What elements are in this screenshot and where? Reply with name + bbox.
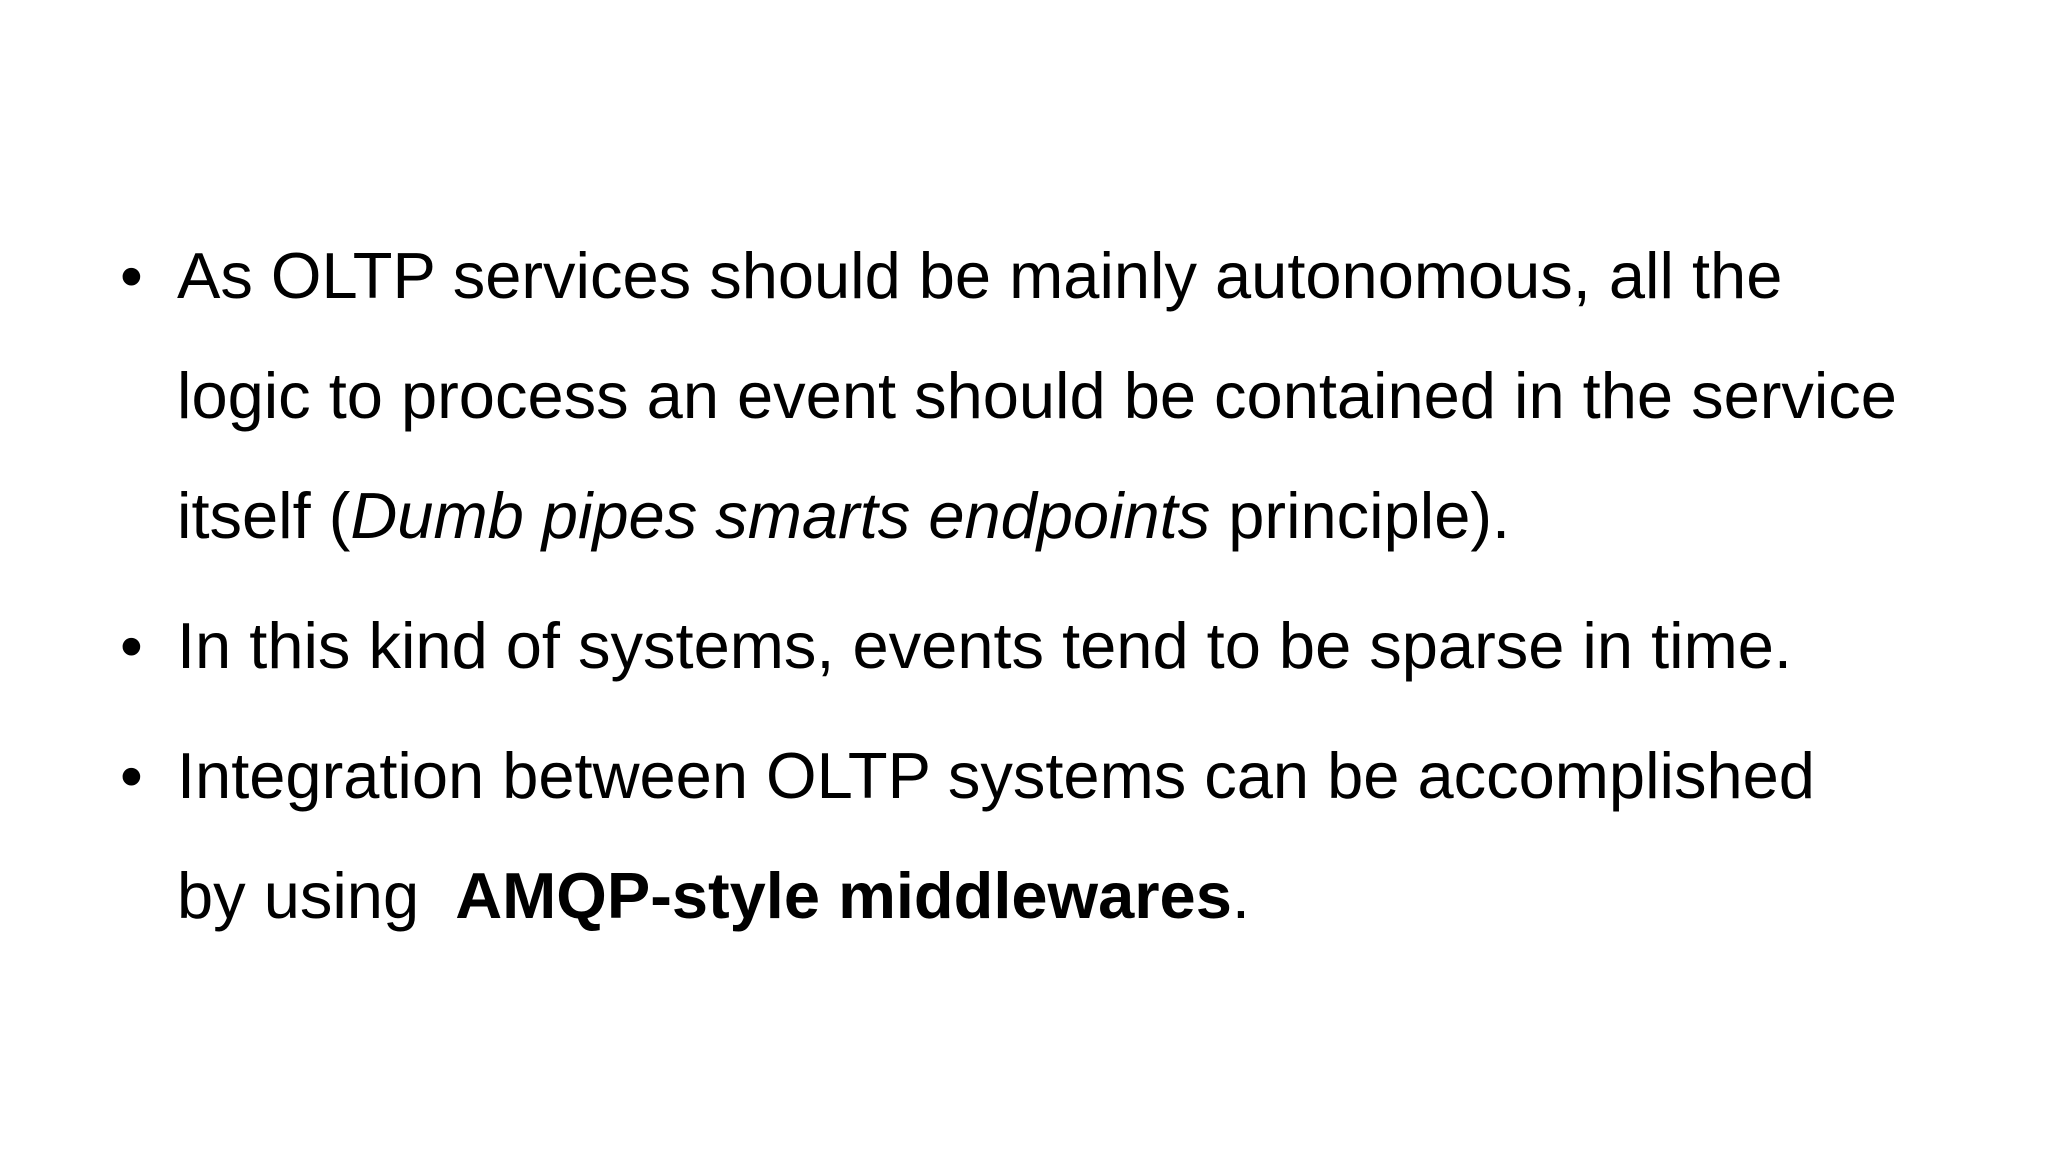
- text-run: .: [1231, 859, 1250, 932]
- bullet-icon: •: [120, 609, 143, 682]
- bullet-item-1: • As OLTP services should be mainly auto…: [0, 216, 2048, 576]
- bullet-text-1: As OLTP services should be mainly autono…: [177, 216, 2048, 576]
- text-run: itself (: [177, 479, 351, 552]
- text-run: logic to process an event should be cont…: [177, 359, 1897, 432]
- text-run: by using: [177, 859, 456, 932]
- bullet-icon: •: [120, 739, 143, 812]
- text-line: As OLTP services should be mainly autono…: [177, 216, 2048, 336]
- text-run-italic: Dumb pipes smarts endpoints: [350, 479, 1211, 552]
- text-run: In this kind of systems, events tend to …: [177, 609, 1792, 682]
- text-line: Integration between OLTP systems can be …: [177, 716, 2048, 836]
- bullet-text-3: Integration between OLTP systems can be …: [177, 716, 2048, 956]
- text-line: itself (Dumb pipes smarts endpoints prin…: [177, 456, 2048, 576]
- text-run: principle).: [1210, 479, 1511, 552]
- text-run: Integration between OLTP systems can be …: [177, 739, 1815, 812]
- text-line: In this kind of systems, events tend to …: [177, 586, 2048, 706]
- text-run: As OLTP services should be mainly autono…: [177, 239, 1783, 312]
- bullet-item-2: • In this kind of systems, events tend t…: [0, 586, 2048, 706]
- bullet-icon: •: [120, 239, 143, 312]
- text-run-bold: AMQP-style middlewares: [455, 859, 1232, 932]
- text-line: logic to process an event should be cont…: [177, 336, 2048, 456]
- bullet-list: • As OLTP services should be mainly auto…: [0, 216, 2048, 966]
- text-line: by using AMQP-style middlewares.: [177, 836, 2048, 956]
- bullet-item-3: • Integration between OLTP systems can b…: [0, 716, 2048, 956]
- bullet-text-2: In this kind of systems, events tend to …: [177, 586, 2048, 706]
